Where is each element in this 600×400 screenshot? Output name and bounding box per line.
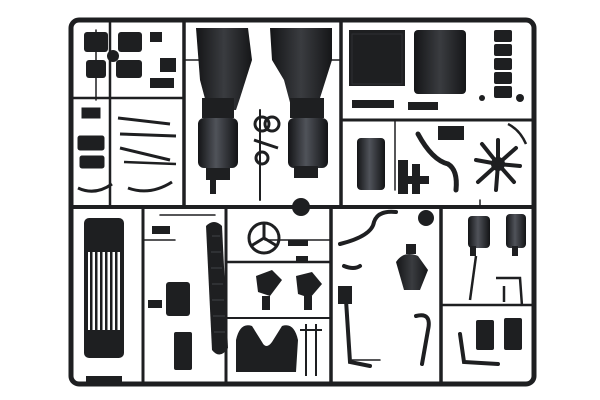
- sprue-hub: [292, 198, 310, 216]
- small-linkage-part: [253, 115, 281, 166]
- brackets-far-right: [468, 255, 524, 307]
- engine-block-right: [270, 28, 332, 178]
- part-cluster-top-left: [84, 32, 176, 88]
- small-bracket-right: [507, 122, 528, 145]
- steering-wheel: [247, 221, 281, 255]
- battery-boxes: [476, 318, 522, 350]
- intake-cylinders: [357, 126, 464, 194]
- part-cluster-bottom-left: [148, 226, 192, 370]
- thin-rods-center: [300, 324, 322, 376]
- fan-blades: [474, 138, 522, 192]
- steering-box: [338, 210, 434, 304]
- hose-parts: [338, 209, 500, 368]
- seat: [236, 325, 298, 372]
- part-cluster-left-bracket: [77, 107, 177, 193]
- radiator-panels: [349, 30, 466, 110]
- exhaust-pipe: [415, 131, 459, 193]
- tire-tread: [206, 222, 228, 355]
- engine-block-left: [196, 28, 252, 194]
- suspension-parts: [256, 240, 322, 310]
- radiator-grille: [84, 218, 124, 384]
- valve-stack: [479, 30, 524, 102]
- tank-cylinders: [468, 214, 526, 256]
